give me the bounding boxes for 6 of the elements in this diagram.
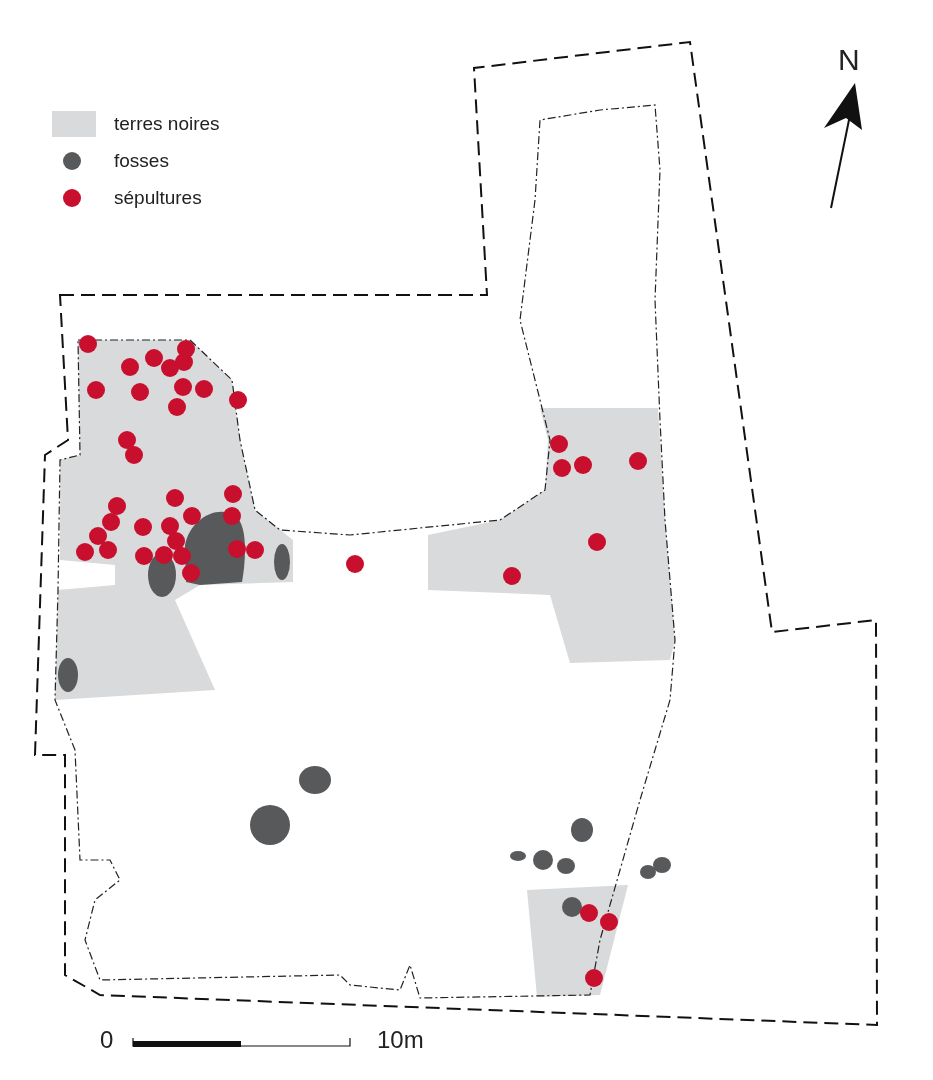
- north-label: N: [838, 45, 860, 75]
- legend-label: terres noires: [114, 114, 220, 133]
- scale-label: 0: [100, 1028, 114, 1052]
- scale-label: 10m: [377, 1028, 424, 1052]
- legend-label: fosses: [114, 151, 169, 170]
- legend-label: sépultures: [114, 188, 202, 207]
